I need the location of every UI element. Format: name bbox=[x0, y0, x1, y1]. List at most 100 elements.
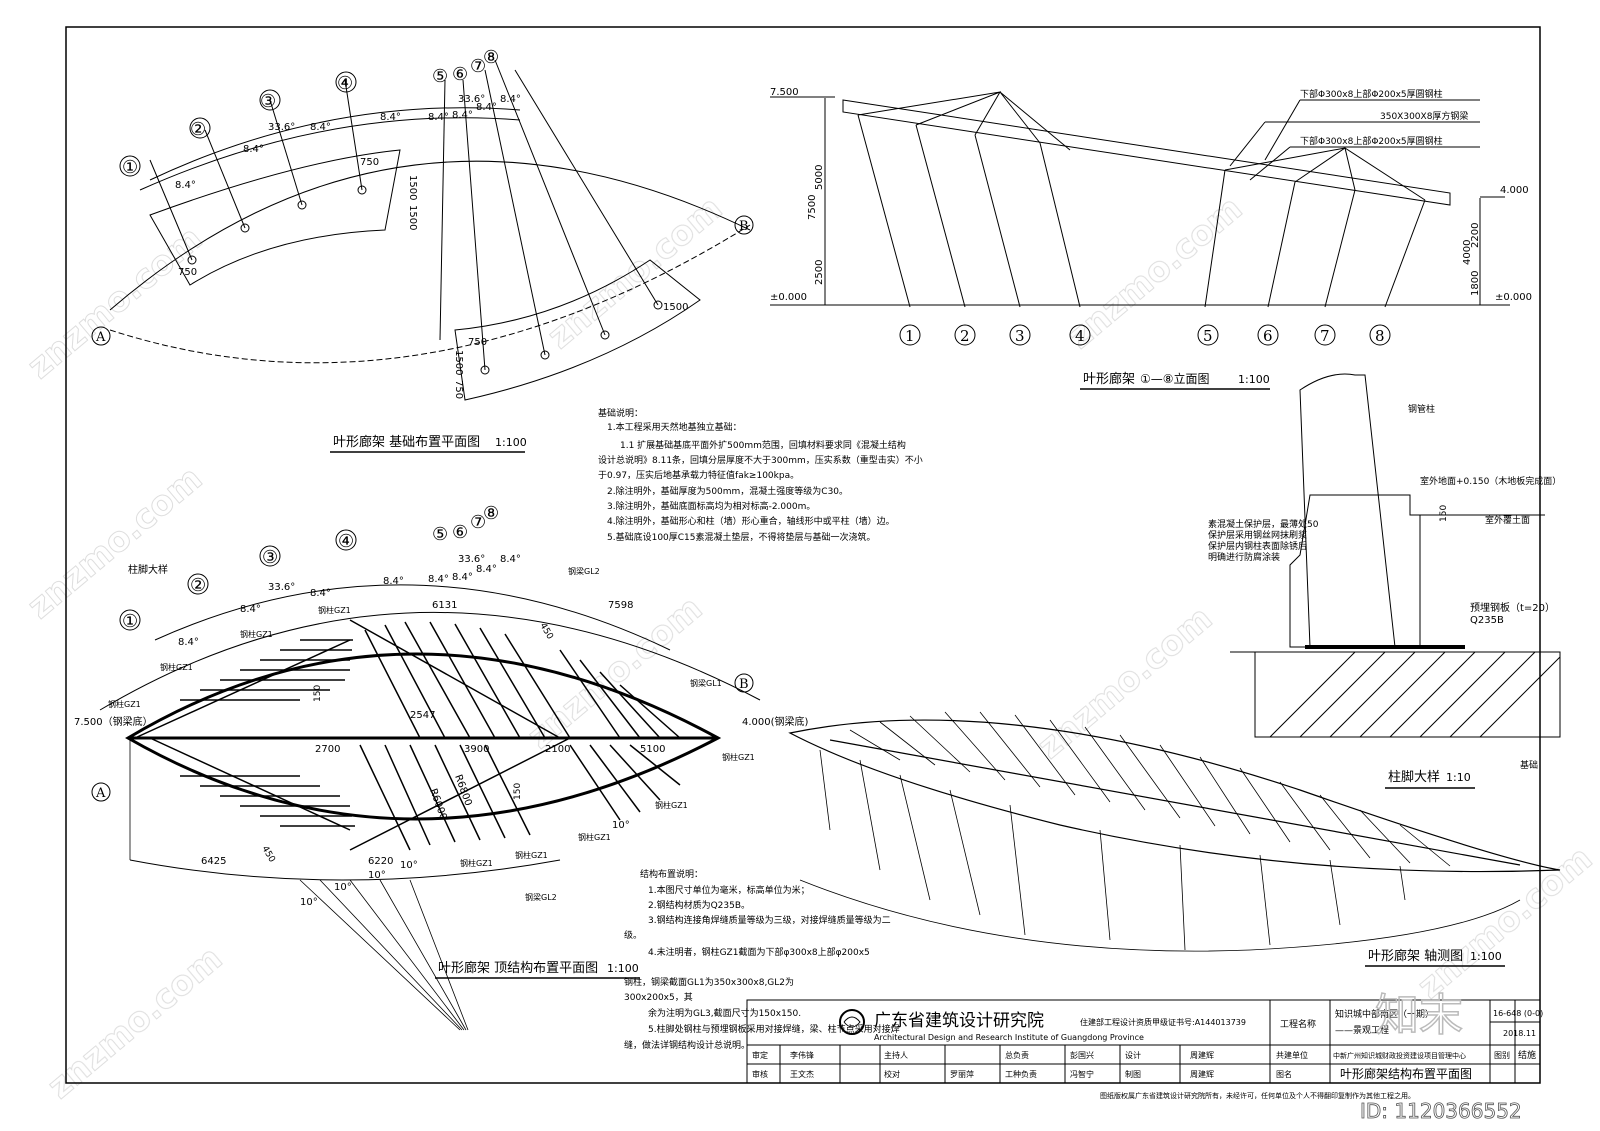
roof-plan bbox=[91, 529, 761, 1031]
dim-label: 750 bbox=[178, 267, 197, 278]
axis-label: ③ bbox=[262, 547, 278, 568]
label: 室外地面+0.150（木地板完成面） bbox=[1420, 475, 1561, 487]
dim-label: 2200 bbox=[1470, 223, 1481, 248]
dim-line-bottom bbox=[129, 859, 561, 881]
label: 保护层内钢柱表面除锈后 bbox=[1208, 540, 1307, 552]
note-line: 1.1 扩展基础基底平面外扩500mm范围，回填材料要求同《混凝土结构 bbox=[620, 439, 906, 451]
angle-label: 8.4° bbox=[428, 574, 449, 585]
elevation-labels: 7.500 ±0.000 4.000 ±0.000 5000 7500 2500… bbox=[770, 87, 1532, 390]
org-name-en: Architectural Design and Research Instit… bbox=[874, 1033, 1144, 1042]
dim-label: 5100 bbox=[640, 744, 665, 755]
axis-bubble-2 bbox=[189, 117, 211, 139]
angle-label: 8.4° bbox=[240, 604, 261, 615]
axis-label: ⑤ bbox=[432, 524, 448, 545]
note: 下部Φ300x8上部Φ200x5厚圆钢柱 bbox=[1300, 88, 1443, 100]
axis-arc-outer bbox=[109, 160, 751, 311]
view-title: 柱脚大样 bbox=[1388, 769, 1440, 785]
foundation-block bbox=[1254, 651, 1561, 738]
watermark-text: znzmo.com bbox=[1410, 838, 1600, 1006]
view-scale: 1:100 bbox=[607, 962, 639, 975]
angle-label: 8.4° bbox=[383, 576, 404, 587]
role-name: 李伟锋 bbox=[790, 1050, 814, 1060]
elevation-view bbox=[770, 91, 1510, 346]
angle-label: 10° bbox=[612, 820, 630, 831]
axis-label: ⑧ bbox=[483, 503, 499, 524]
dim-label: 150 bbox=[513, 783, 523, 800]
angle-arc bbox=[154, 584, 671, 651]
roof-beam bbox=[842, 99, 1451, 206]
dim-label: 1500 bbox=[407, 175, 418, 200]
level-label: 7.500（钢梁底） bbox=[74, 715, 153, 728]
axis-label-B: B bbox=[739, 219, 749, 234]
category-label: 图别 bbox=[1494, 1051, 1510, 1060]
bracing bbox=[1224, 147, 1426, 201]
note-line: 钢柱，钢梁截面GL1为350x300x8,GL2为 bbox=[624, 976, 794, 988]
axis-label: 6 bbox=[1263, 327, 1273, 345]
label: 室外覆土面 bbox=[1485, 514, 1530, 526]
member-tag: 钢柱GZ1 bbox=[160, 662, 193, 672]
dim-label: 1500 bbox=[663, 302, 688, 313]
column-detail-labels: 钢管柱 室外地面+0.150（木地板完成面） 室外覆土面 150 素混凝土保护层… bbox=[1208, 403, 1561, 789]
level-label: ±0.000 bbox=[1495, 292, 1532, 303]
axonometric-view bbox=[788, 711, 1561, 952]
axis-label: ④ bbox=[338, 531, 354, 552]
note-line: 3.钢结构连接角焊缝质量等级为三级，对接焊缝质量等级为二 bbox=[648, 914, 891, 926]
project-sub: ——景观工程 bbox=[1335, 1025, 1389, 1036]
project-label: 工程名称 bbox=[1280, 1018, 1316, 1030]
client-name: 中新广州知识城财政投资建设项目管理中心 bbox=[1333, 1051, 1466, 1060]
axis-label: ① bbox=[122, 611, 138, 632]
angle-label: 8.4° bbox=[500, 554, 521, 565]
label: 钢管柱 bbox=[1408, 403, 1435, 415]
angle-label: 8.4° bbox=[310, 588, 331, 599]
dim-label: 2547 bbox=[410, 710, 435, 721]
axis-label: ⑦ bbox=[470, 56, 486, 77]
angle-label: 8.4° bbox=[178, 637, 199, 648]
role-label: 审核 bbox=[752, 1069, 768, 1079]
brand-id: ID: 1120366552 bbox=[1360, 1099, 1522, 1123]
role-label: 校对 bbox=[884, 1069, 900, 1079]
role-label: 制图 bbox=[1125, 1069, 1141, 1079]
gdadri-logo bbox=[839, 1009, 865, 1035]
axis-label: ⑦ bbox=[470, 512, 486, 533]
member-tag: 钢梁GL2 bbox=[525, 892, 557, 902]
axis-bubble-4 bbox=[335, 71, 357, 93]
axis-label-A: A bbox=[95, 786, 106, 801]
footing-strip-right bbox=[454, 259, 701, 401]
axis-label: ⑥ bbox=[452, 522, 468, 543]
angle-label: 8.4° bbox=[476, 564, 497, 575]
watermark-text: znzmo.com bbox=[20, 218, 210, 386]
steel-column bbox=[1299, 373, 1396, 648]
level-label: 4.000 bbox=[1500, 185, 1529, 196]
axis-label: 3 bbox=[1015, 327, 1025, 345]
note-line: 1.本工程采用天然地基独立基础： bbox=[607, 421, 742, 433]
dim-label: 750 bbox=[468, 337, 487, 348]
view-scale: 1:10 bbox=[1446, 771, 1471, 784]
copyright: 图纸版权属广东省建筑设计研究院所有，未经许可，任何单位及个人不得翻印复制作为其他… bbox=[1100, 1091, 1415, 1100]
role-name: 周建辉 bbox=[1190, 1050, 1214, 1060]
org-name-cn: 广东省建筑设计研究院 bbox=[874, 1011, 1044, 1031]
view-title: 叶形廊架 轴测图 bbox=[1368, 948, 1463, 964]
view-title: 叶形廊架 基础布置平面图 bbox=[333, 434, 480, 450]
bracing bbox=[857, 91, 1071, 151]
drawing-number: 16-648 (0-0) bbox=[1493, 1009, 1543, 1018]
cert-number: 住建部工程设计资质甲级证书号:A144013739 bbox=[1080, 1017, 1246, 1027]
dim-label: 2100 bbox=[545, 744, 570, 755]
axis-label: 7 bbox=[1320, 327, 1330, 345]
label: 150 bbox=[1439, 505, 1449, 522]
member-tag: 钢柱GZ1 bbox=[578, 832, 611, 842]
angle-label: 8.4° bbox=[175, 180, 196, 191]
angle-label: 10° bbox=[334, 882, 352, 893]
axis-label: 8 bbox=[1375, 327, 1385, 345]
angle-total: 33.6° bbox=[458, 554, 485, 565]
footing-strip-left bbox=[149, 149, 401, 286]
role-label: 审定 bbox=[752, 1050, 768, 1060]
axis-bubble-1 bbox=[119, 155, 141, 177]
note: 下部Φ300x8上部Φ200x5厚圆钢柱 bbox=[1300, 135, 1443, 147]
axis-bubble-3 bbox=[259, 89, 281, 111]
level-label: 7.500 bbox=[770, 87, 799, 98]
axis-bubble-A bbox=[91, 326, 111, 346]
leaf-canopy bbox=[788, 719, 1561, 873]
title-block-text: 广东省建筑设计研究院 Architectural Design and Rese… bbox=[752, 1008, 1543, 1100]
note-line: 设计总说明》8.11条，回填分层厚度不大于300mm，压实系数（重型击实）不小 bbox=[598, 454, 923, 466]
axis-label: ① bbox=[122, 157, 138, 178]
